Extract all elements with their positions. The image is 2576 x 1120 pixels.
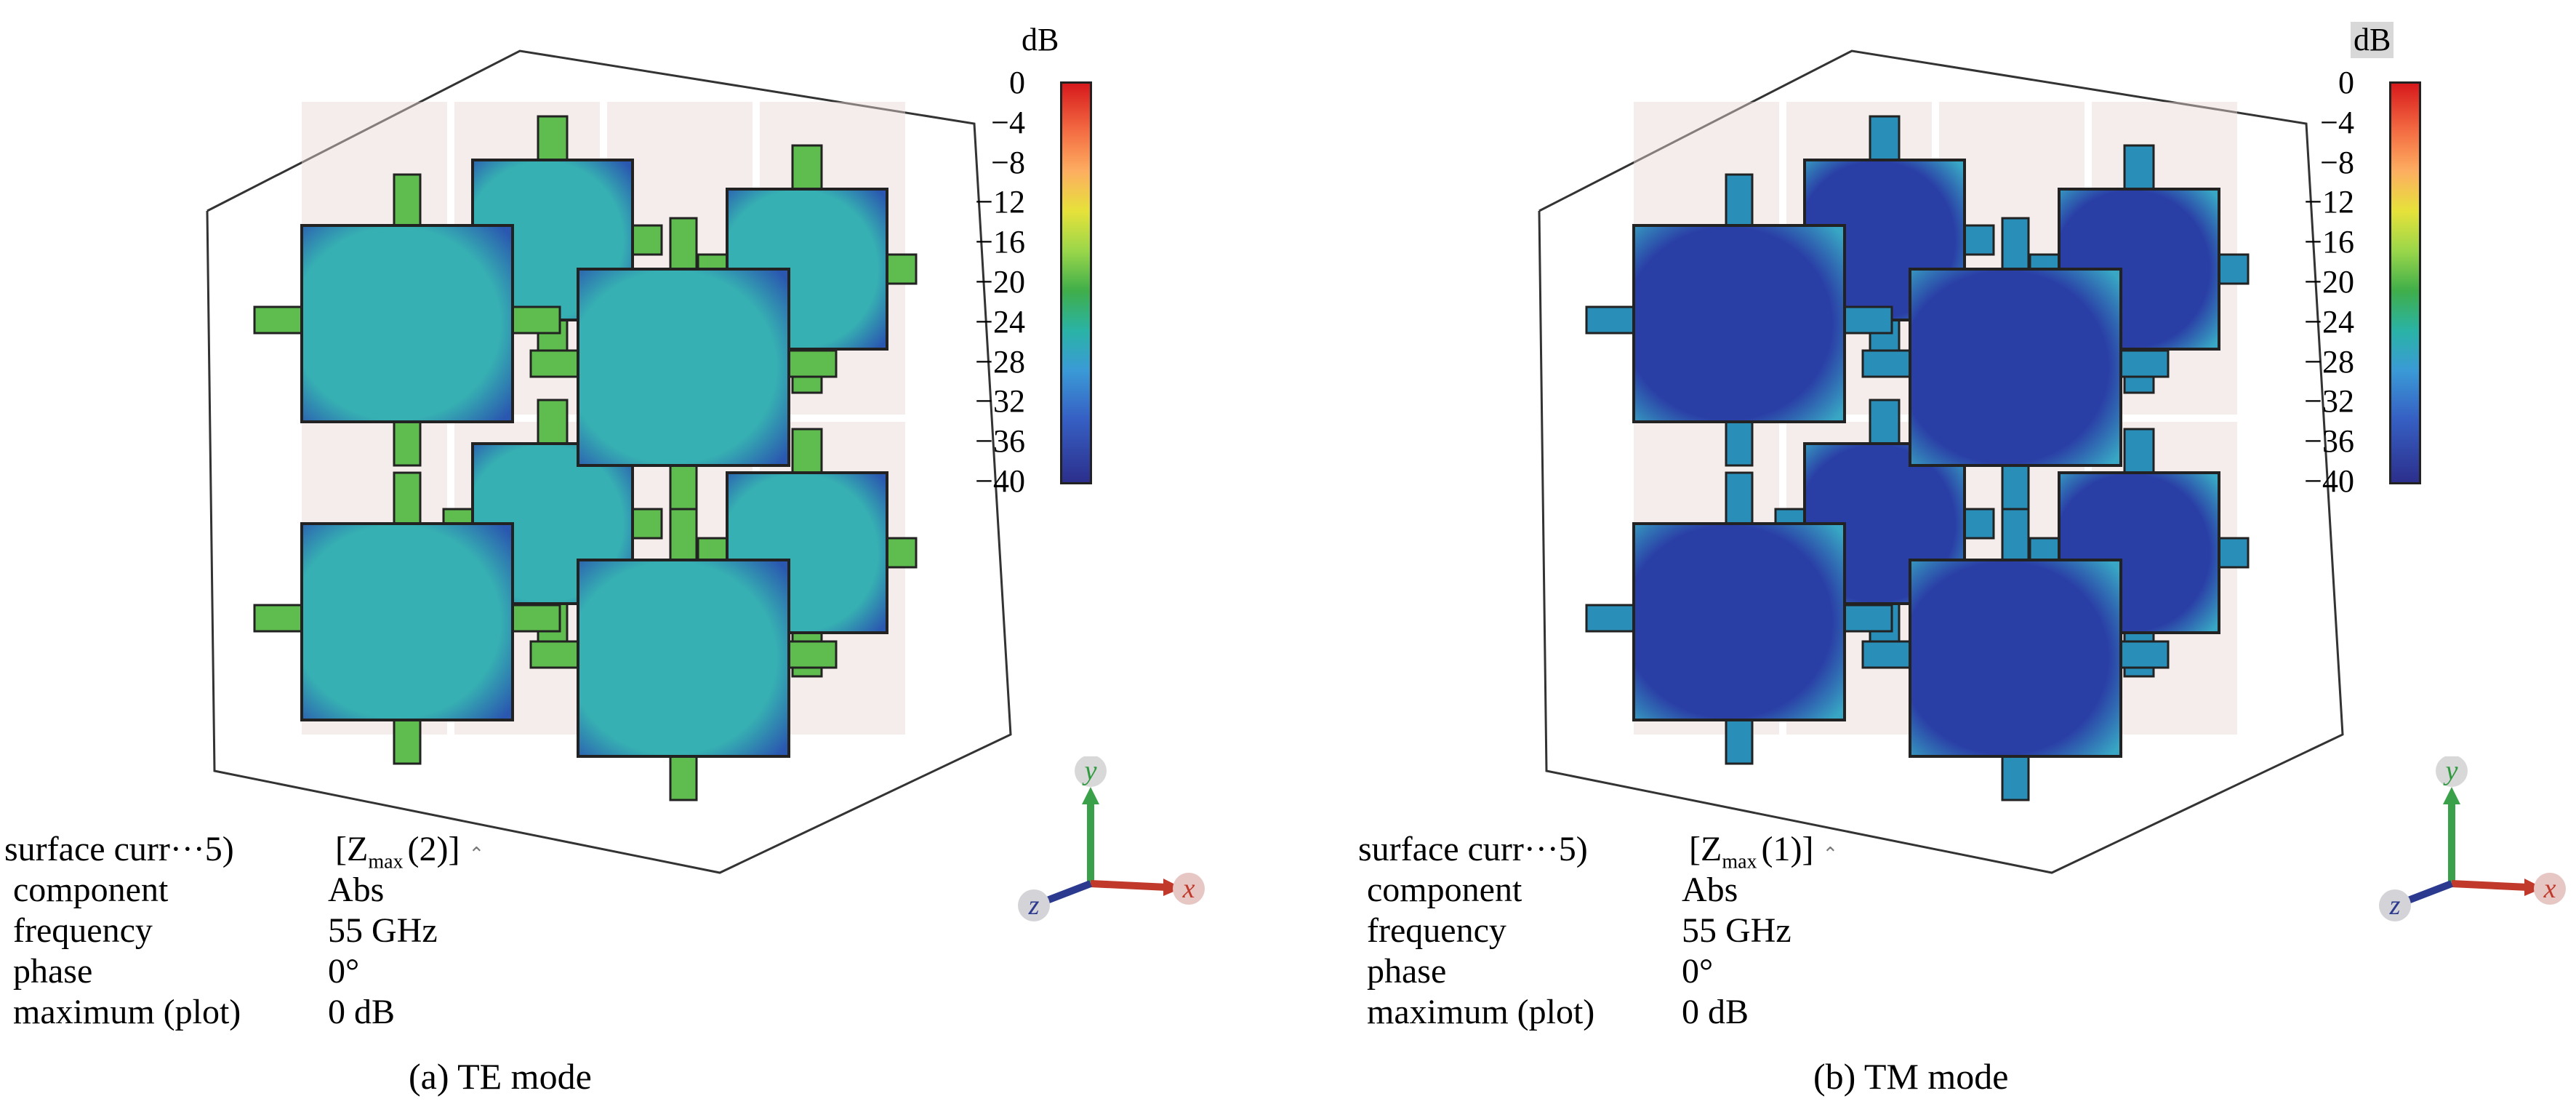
unit-cells	[253, 115, 918, 801]
info-row-value: 0 dB	[328, 993, 396, 1031]
unit-cell-front	[1861, 508, 2170, 801]
colorbar-tick-label: −8	[2320, 144, 2354, 180]
colorbar-tick-label: 0	[1009, 65, 1025, 100]
info-row-value: Abs	[1682, 871, 1738, 909]
colorbar-unit: dB	[1022, 22, 1059, 57]
colorbar-tick-label: −12	[2304, 184, 2354, 220]
unit-cell-front	[1585, 173, 1893, 467]
info-row-value: 0°	[328, 952, 360, 991]
info-title-value: [Zmax(2)]⌃	[335, 830, 485, 873]
panel-caption: (b) TM mode	[1813, 1056, 2009, 1097]
info-row-label: maximum (plot)	[1367, 993, 1595, 1031]
colorbar-tick-label: −8	[991, 144, 1025, 180]
colorbar-tick-label: 0	[2338, 65, 2354, 100]
info-row-label: component	[13, 871, 169, 909]
colorbar-tick-label: −32	[975, 383, 1025, 420]
colorbar-tick-label: −24	[975, 303, 1025, 340]
colorbar-tick-label: −4	[991, 104, 1025, 140]
axis-z-label: z	[2389, 890, 2401, 921]
bounding-box	[1538, 49, 2344, 874]
colorbar-tick-label: −16	[2304, 224, 2354, 260]
info-row-label: component	[1367, 871, 1522, 909]
colorbar-tick-label: −32	[2304, 383, 2354, 420]
axis-triad: y x z	[1018, 756, 1205, 921]
info-row-label: frequency	[1367, 911, 1506, 950]
unit-cell-front	[1585, 471, 1893, 765]
axis-x-label: x	[2543, 873, 2556, 904]
colorbar-tick-label: −40	[975, 463, 1025, 499]
info-title-label: surface curr···5)	[1358, 830, 1588, 868]
info-title-value: [Zmax(1)]⌃	[1689, 830, 1839, 873]
colorbar	[2389, 81, 2421, 484]
info-title-label: surface curr···5)	[4, 830, 234, 868]
panel-caption: (a) TE mode	[409, 1056, 592, 1097]
colorbar-tick-label: −28	[2304, 343, 2354, 380]
info-row-label: phase	[1367, 952, 1447, 991]
colorbar	[1060, 81, 1092, 484]
colorbar-tick-label: −40	[2304, 463, 2354, 499]
info-row-value: Abs	[328, 871, 385, 909]
info-row-value: 0 dB	[1682, 993, 1749, 1031]
axis-y-label: y	[1082, 756, 1097, 786]
colorbar-tick-label: −4	[2320, 104, 2354, 140]
bounding-box	[206, 49, 1012, 874]
colorbar-legend: dB 0 −4 −8 −12 −16 −20−24−28−32−36−40	[2296, 22, 2456, 502]
unit-cell-front	[529, 217, 838, 511]
info-row-label: phase	[13, 952, 93, 991]
colorbar-tick-label: −16	[975, 224, 1025, 260]
unit-cell-front	[253, 471, 561, 765]
colorbar-unit: dB	[2351, 22, 2394, 58]
axis-y-label: y	[2443, 756, 2458, 786]
axis-x-label: x	[1182, 873, 1195, 904]
axis-z-label: z	[1028, 890, 1040, 921]
colorbar-tick-label: −36	[975, 423, 1025, 460]
panel-tm-mode: dB 0 −4 −8 −12 −16 −20−24−28−32−36−40 y x z s…	[1288, 0, 2576, 1120]
unit-cells	[1585, 115, 2250, 801]
surface-current-3d-view	[206, 49, 1012, 874]
info-row-label: maximum (plot)	[13, 993, 241, 1031]
info-row-label: frequency	[13, 911, 153, 950]
unit-cell-back	[2029, 144, 2250, 394]
axis-triad: y x z	[2379, 756, 2566, 921]
surface-current-3d-view	[1538, 49, 2344, 874]
colorbar-tick-label: −24	[2304, 303, 2354, 340]
unit-cell-front	[529, 508, 838, 801]
colorbar-tick-label: −20	[2304, 264, 2354, 300]
colorbar-tick-label: −28	[975, 343, 1025, 380]
unit-cell-back	[697, 428, 918, 678]
info-row-value: 55 GHz	[1682, 911, 1791, 950]
colorbar-legend: dB 0 −4 −8 −12 −16 −20−24−28−32−36−40	[967, 22, 1127, 502]
panel-te-mode: dB 0 −4 −8 −12 −16 −20−24−28−32−36−40 y x z s…	[4, 22, 1205, 1097]
info-row-value: 55 GHz	[328, 911, 438, 950]
colorbar-tick-label: −20	[975, 264, 1025, 300]
unit-cell-front	[1861, 217, 2170, 511]
colorbar-tick-label: −12	[975, 184, 1025, 220]
unit-cell-front	[253, 173, 561, 467]
info-row-value: 0°	[1682, 952, 1714, 991]
colorbar-tick-label: −36	[2304, 423, 2354, 460]
